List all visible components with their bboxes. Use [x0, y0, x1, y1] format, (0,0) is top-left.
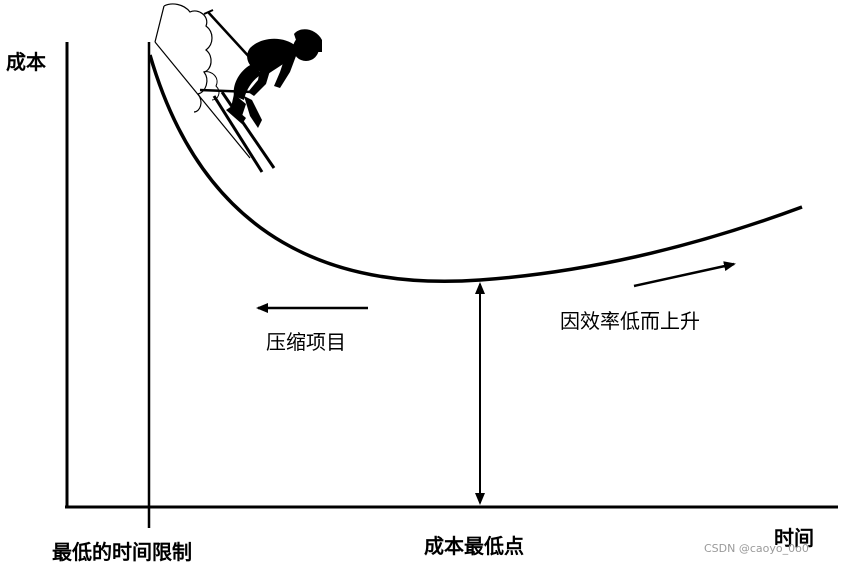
cost-curve: [148, 54, 803, 284]
inefficiency-label: 因效率低而上升: [560, 309, 700, 333]
minimum-cost-label: 成本最低点: [424, 534, 524, 558]
arrow-right-icon: [633, 261, 736, 288]
skier-silhouette-icon: [199, 9, 322, 173]
x-axis-label: 时间: [774, 526, 814, 550]
watermark: CSDN @caoyo_0o0: [704, 542, 809, 555]
deadline-label: 最低的时间限制: [52, 540, 192, 564]
compress-project-label: 压缩项目: [266, 330, 346, 354]
snow-slope: [154, 3, 251, 159]
y-axis-label: 成本: [6, 50, 46, 74]
